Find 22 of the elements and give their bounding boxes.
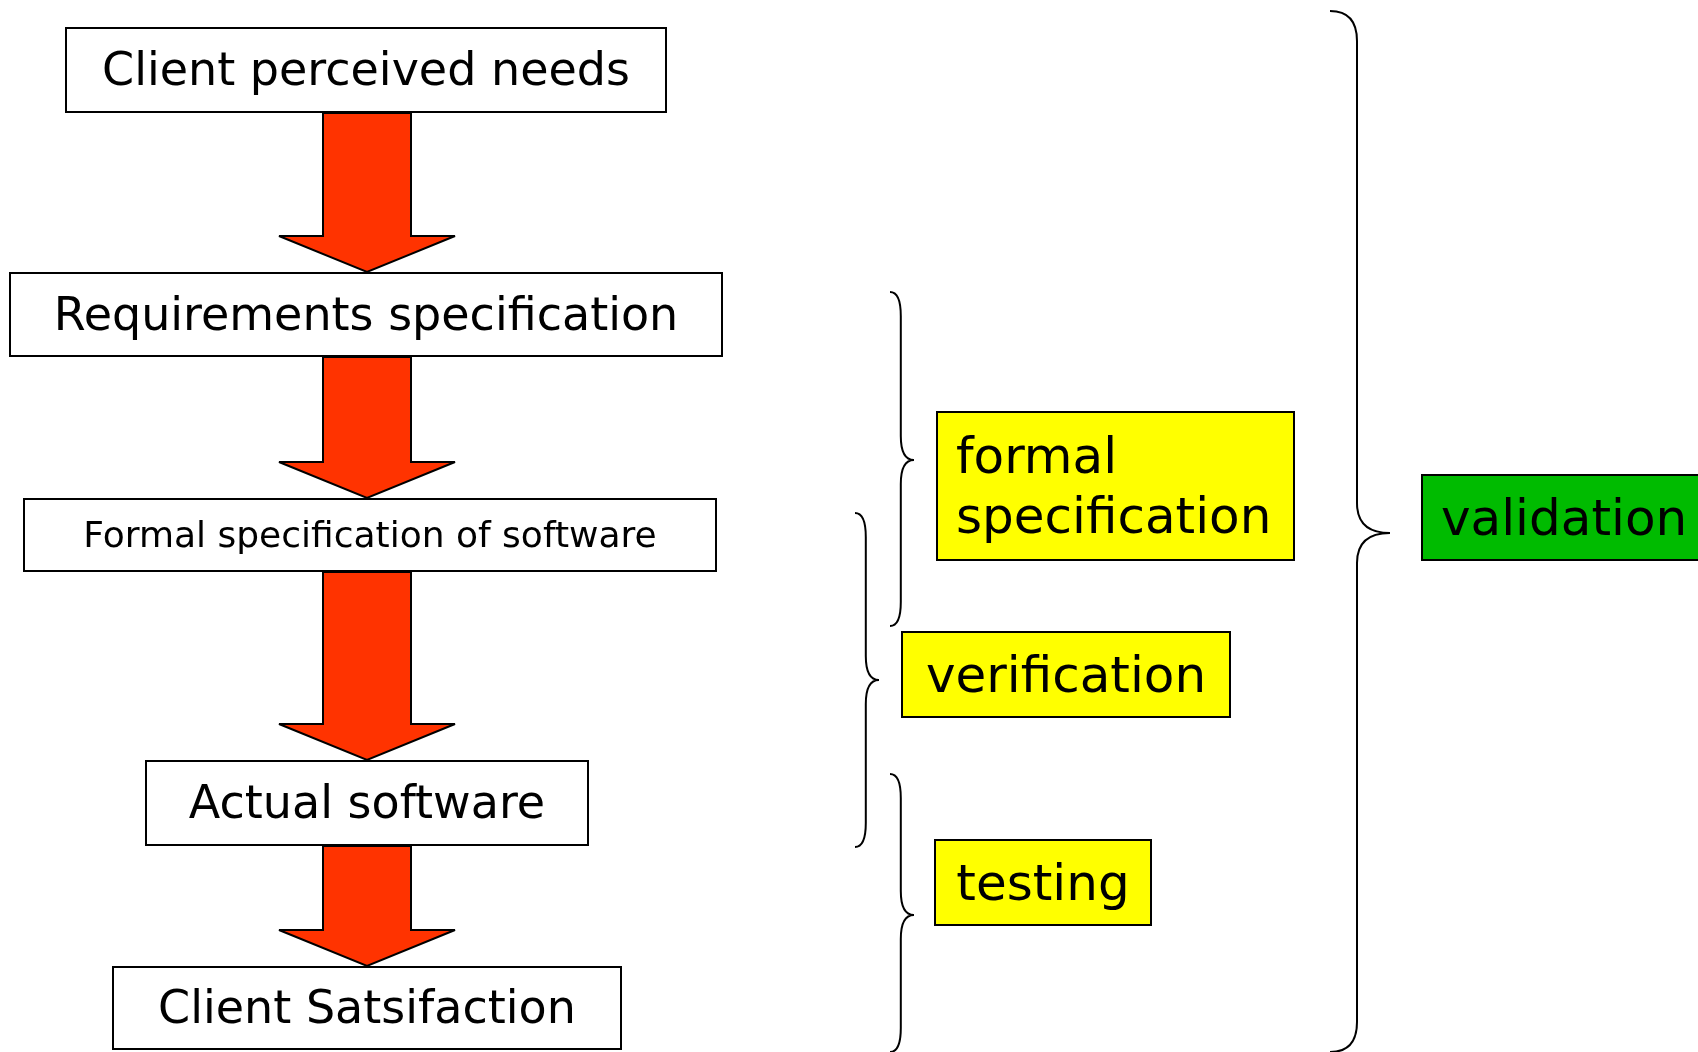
node-label: Client perceived needs <box>102 42 630 98</box>
process-box <box>65 27 667 113</box>
node-label: verification <box>925 644 1207 705</box>
block-arrow <box>278 571 456 762</box>
node-label: Requirements specification <box>53 286 679 343</box>
process-box <box>9 272 723 357</box>
node-label: Actual software <box>188 775 546 831</box>
node-label: Client Satsifaction <box>158 980 576 1036</box>
node-label: Formal specification of software <box>83 513 657 557</box>
node-label: testing <box>956 852 1130 913</box>
process-box <box>23 498 717 572</box>
label-box <box>1421 474 1698 561</box>
block-arrow <box>278 356 456 500</box>
block-arrow <box>278 112 456 274</box>
label-box <box>934 839 1152 926</box>
block-arrow <box>278 845 456 968</box>
process-box <box>145 760 589 846</box>
label-box <box>936 411 1295 561</box>
node-label: formal specification <box>956 426 1273 546</box>
node-label: validation <box>1441 487 1688 548</box>
label-box <box>901 631 1231 718</box>
process-box <box>112 966 622 1050</box>
